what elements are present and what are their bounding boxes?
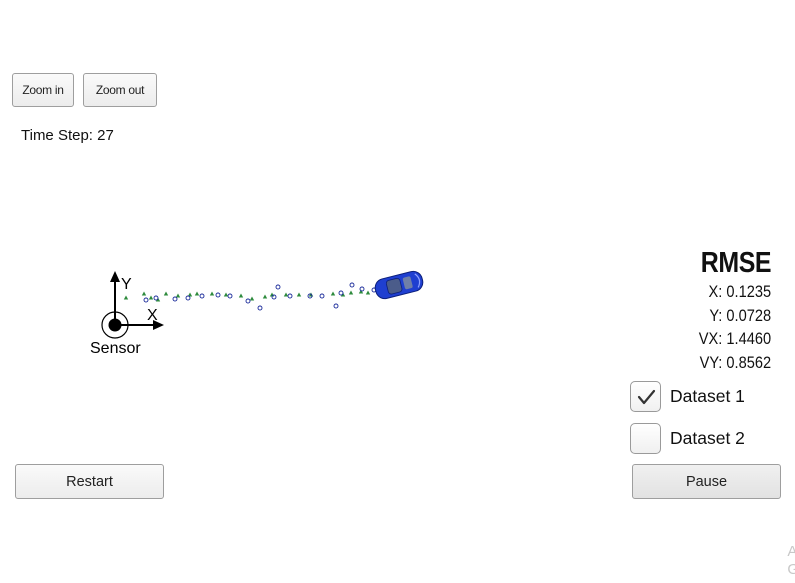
radar-marker [287, 293, 293, 299]
x-axis-label: X [147, 307, 158, 324]
measurement-markers [123, 282, 377, 311]
radar-marker [349, 282, 355, 288]
lidar-marker [187, 292, 193, 297]
lidar-marker [194, 291, 200, 296]
radar-marker [227, 293, 233, 299]
radar-marker [199, 293, 205, 299]
zoom-in-button[interactable]: Zoom in [12, 73, 74, 107]
dataset-2-checkbox[interactable] [630, 423, 661, 454]
zoom-out-button[interactable]: Zoom out [83, 73, 157, 107]
radar-marker [245, 298, 251, 304]
dataset-1-option[interactable]: Dataset 1 [630, 381, 745, 412]
car-icon [374, 270, 424, 300]
lidar-marker [123, 295, 129, 300]
restart-button[interactable]: Restart [15, 464, 164, 499]
rmse-x: X: 0.1235 [708, 282, 771, 301]
checkmark-icon [637, 389, 655, 404]
lidar-marker [358, 289, 364, 294]
sensor-label: Sensor [90, 340, 141, 357]
rmse-vy: VY: 0.8562 [699, 352, 771, 372]
x-axis-arrow-icon [115, 320, 164, 330]
radar-marker [275, 284, 281, 290]
lidar-marker [283, 292, 289, 297]
lidar-marker [141, 291, 147, 296]
lidar-marker [330, 291, 336, 296]
lidar-marker [249, 296, 255, 301]
radar-marker [215, 292, 221, 298]
time-step-readout: Time Step: 27 [21, 127, 114, 144]
dataset-2-label: Dataset 2 [670, 428, 745, 448]
radar-marker [185, 295, 191, 301]
lidar-marker [262, 294, 268, 299]
radar-marker [153, 295, 159, 301]
rmse-y: Y: 0.0728 [709, 305, 771, 325]
dataset-1-label: Dataset 1 [670, 386, 745, 406]
lidar-marker [223, 292, 229, 297]
lidar-marker [296, 292, 302, 297]
radar-marker [319, 293, 325, 299]
lidar-marker [365, 290, 371, 295]
time-step-label: Time Step: [21, 127, 93, 144]
time-step-value: 27 [97, 127, 114, 144]
radar-marker [359, 286, 365, 292]
rmse-title: RMSE [700, 247, 772, 279]
radar-marker [338, 290, 344, 296]
lidar-marker [340, 292, 346, 297]
radar-marker [333, 303, 339, 309]
corner-watermark: A G [787, 543, 795, 578]
y-axis-arrow-icon [110, 271, 120, 325]
dataset-1-checkbox[interactable] [630, 381, 661, 412]
dataset-2-option[interactable]: Dataset 2 [630, 423, 745, 454]
lidar-marker [209, 291, 215, 296]
lidar-marker [238, 293, 244, 298]
radar-marker [257, 305, 263, 311]
rmse-vx: VX: 1.4460 [698, 329, 771, 348]
lidar-marker [163, 291, 169, 296]
pause-button[interactable]: Pause [632, 464, 781, 499]
lidar-marker [175, 293, 181, 298]
radar-marker [172, 296, 178, 302]
lidar-marker [148, 295, 154, 300]
y-axis-label: Y [121, 276, 132, 293]
rmse-panel: RMSE X: 0.1235 Y: 0.0728 VX: 1.4460 VY: … [687, 246, 772, 374]
radar-marker [271, 294, 277, 300]
lidar-marker [348, 290, 354, 295]
radar-marker [143, 297, 149, 303]
radar-marker [307, 293, 313, 299]
lidar-marker [155, 297, 161, 302]
